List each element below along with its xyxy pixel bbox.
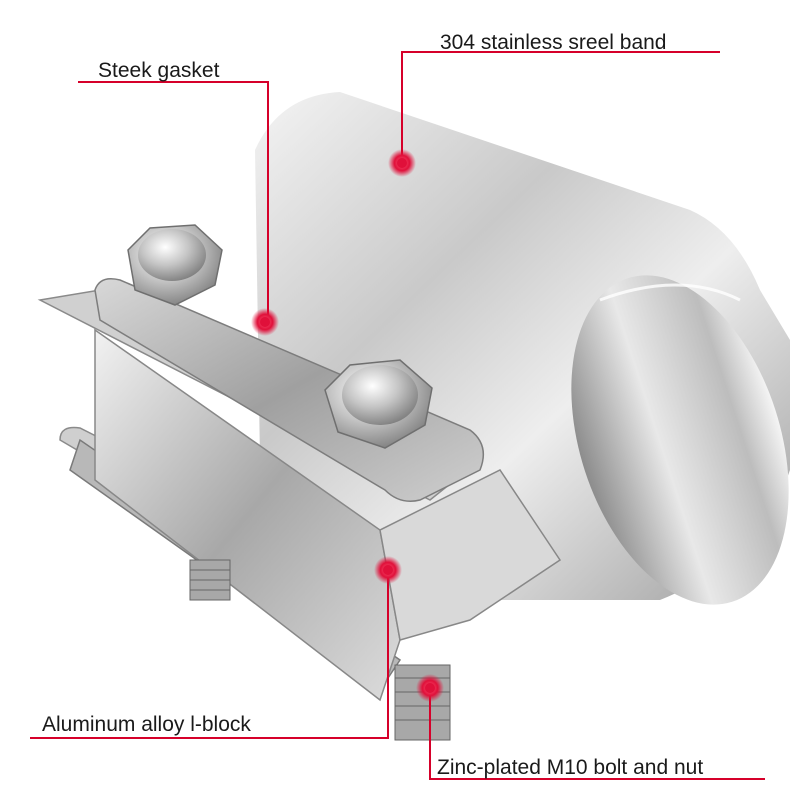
leader-gasket: [78, 81, 269, 320]
bolt-right: [324, 359, 433, 449]
label-steel-band: 304 stainless sreel band: [440, 31, 667, 54]
marker-dots: [251, 149, 444, 702]
leader-block: [30, 572, 389, 739]
leader-bolt: [429, 688, 765, 780]
label-bolt-and-nut: Zinc-plated M10 bolt and nut: [437, 756, 704, 779]
bolt-thread-left: [189, 559, 231, 601]
label-i-block: Aluminum alloy l-block: [42, 713, 251, 736]
leader-lines: [30, 51, 765, 780]
label-steel-gasket: Steek gasket: [98, 59, 220, 82]
leader-band: [401, 51, 720, 160]
i-block: [94, 328, 562, 702]
bolt-left: [127, 224, 223, 306]
